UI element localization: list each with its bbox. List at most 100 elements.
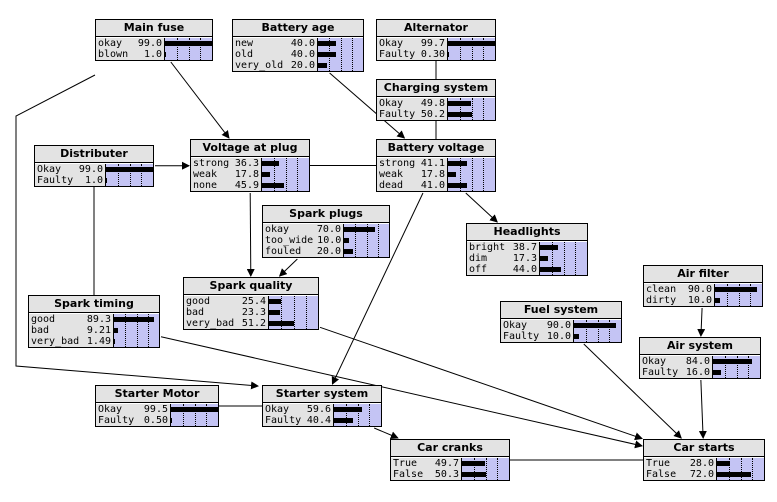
bar-row xyxy=(540,242,587,253)
bar-gridline xyxy=(130,164,131,186)
bar-gridline xyxy=(748,356,749,378)
belief-bars xyxy=(106,164,153,186)
node-title: Distributer xyxy=(35,146,153,163)
state-name: Okay xyxy=(37,164,62,175)
state-probability: 16.0 xyxy=(685,367,710,378)
state-row: dim 17.3 xyxy=(467,253,539,264)
belief-bars xyxy=(269,296,318,329)
node-title: Headlights xyxy=(467,224,587,241)
state-row: Faulty 1.0 xyxy=(35,175,105,186)
bar-gridline xyxy=(118,164,119,186)
state-probability: 17.8 xyxy=(420,169,445,180)
probability-bar xyxy=(462,472,486,477)
state-probability: 1.0 xyxy=(143,49,162,60)
bar-gridline xyxy=(460,38,461,60)
probability-bar xyxy=(540,267,561,272)
state-probability: 38.7 xyxy=(512,242,537,253)
bar-gridline xyxy=(460,158,461,191)
probability-bar xyxy=(448,41,495,46)
probability-bar xyxy=(269,310,280,315)
bar-row xyxy=(269,318,318,329)
state-probability: 50.3 xyxy=(434,469,459,480)
state-name: dirty xyxy=(646,295,677,306)
bar-gridline xyxy=(281,296,282,329)
state-probability: 36.3 xyxy=(234,158,259,169)
state-name: dim xyxy=(469,253,488,264)
state-name: weak xyxy=(193,169,218,180)
belief-bars xyxy=(114,314,159,347)
bar-row xyxy=(713,367,760,378)
state-probability: 1.0 xyxy=(84,175,103,186)
bar-row xyxy=(448,180,495,191)
probability-bar xyxy=(540,256,548,261)
state-name: Faulty xyxy=(37,175,74,186)
bar-gridline xyxy=(148,314,149,347)
bar-gridline xyxy=(586,320,587,342)
bar-gridline xyxy=(564,242,565,275)
state-probability: 90.0 xyxy=(546,320,571,331)
bar-gridline xyxy=(752,458,753,480)
belief-bars xyxy=(715,284,762,306)
state-name: okay xyxy=(98,38,123,49)
bar-gridline xyxy=(741,458,742,480)
state-name: True xyxy=(393,458,418,469)
bar-row xyxy=(448,169,495,180)
probability-bar xyxy=(262,172,270,177)
bar-row xyxy=(262,158,309,169)
bar-gridline xyxy=(369,404,370,426)
bar-row xyxy=(106,175,153,186)
state-probability: 17.3 xyxy=(512,253,537,264)
probability-bar xyxy=(318,52,336,57)
probability-bar xyxy=(717,461,730,466)
node-title: Car starts xyxy=(644,440,764,457)
bar-row xyxy=(574,331,621,342)
probability-bar xyxy=(165,52,166,57)
bar-row xyxy=(269,296,318,307)
probability-bar xyxy=(344,238,349,243)
state-probability: 49.8 xyxy=(420,98,445,109)
belief-bars xyxy=(334,404,381,426)
bar-row xyxy=(318,38,363,49)
belief-bars xyxy=(344,224,389,257)
state-name: False xyxy=(646,469,677,480)
state-probability: 90.0 xyxy=(687,284,712,295)
state-name: bright xyxy=(469,242,506,253)
node-title: Starter Motor xyxy=(96,386,218,403)
state-name: Faulty xyxy=(98,415,135,426)
state-probability: 17.8 xyxy=(234,169,259,180)
bar-gridline xyxy=(737,356,738,378)
